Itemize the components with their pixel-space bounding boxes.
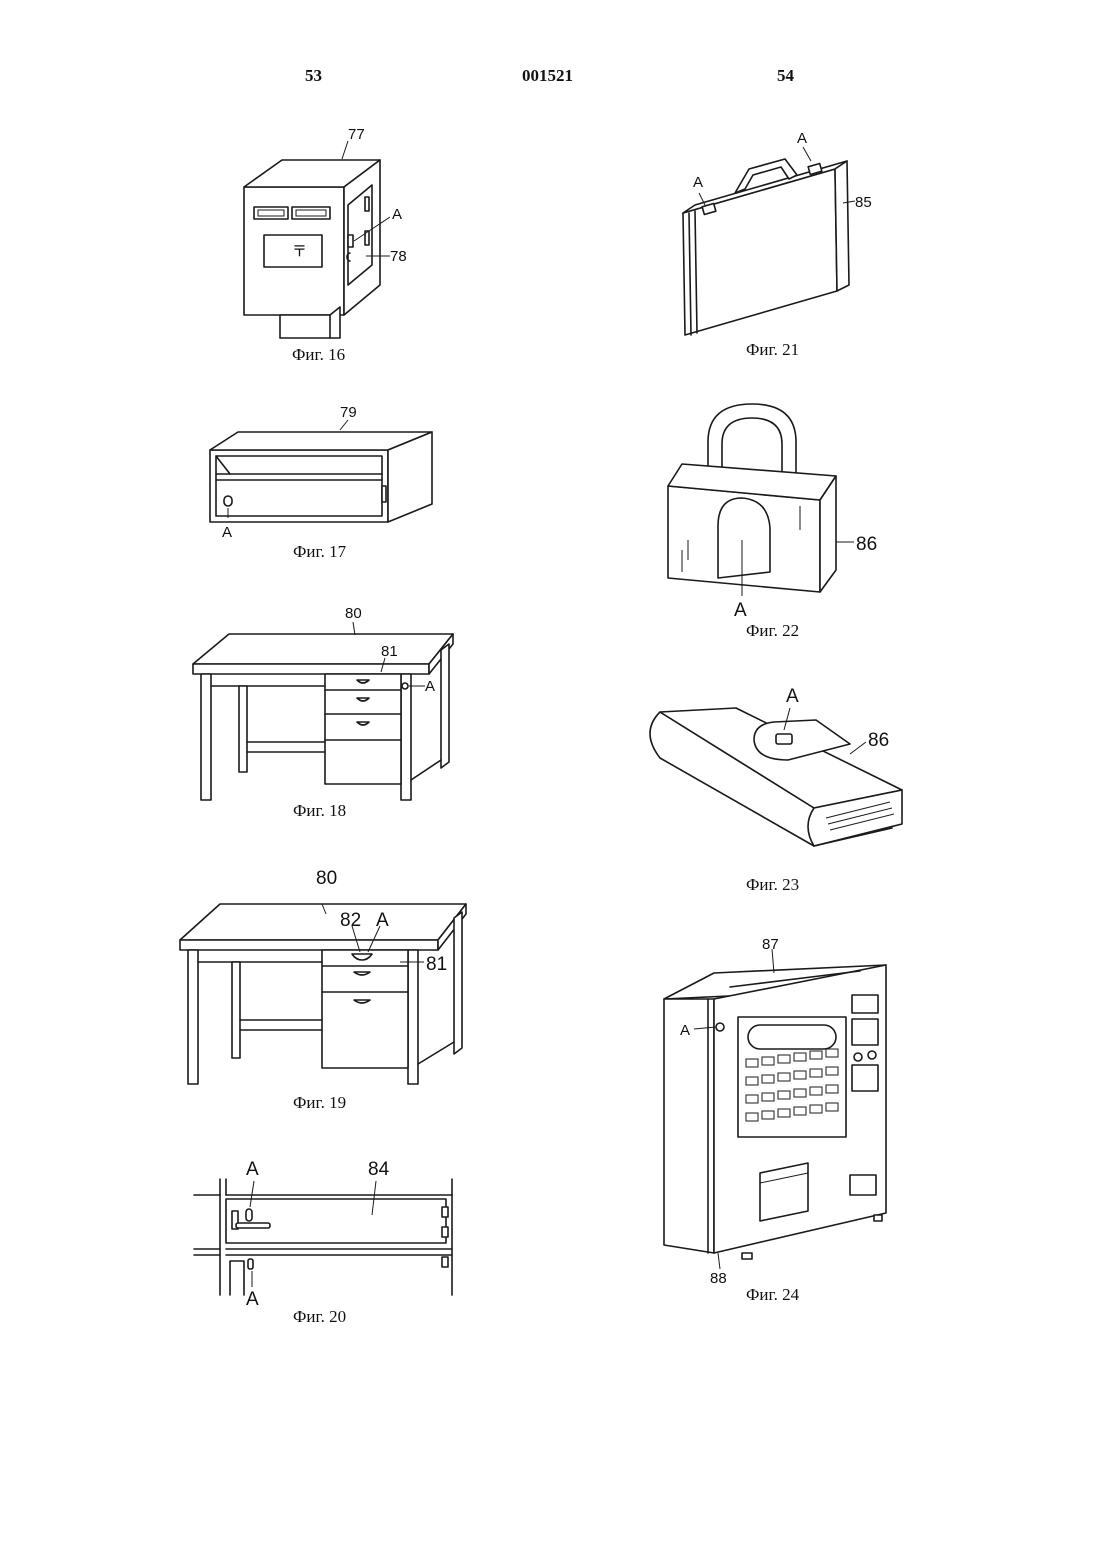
ref-77: 77	[348, 126, 365, 143]
postal-mark: 〒	[292, 243, 307, 260]
caption-fig-19: Фиг. 19	[293, 1093, 346, 1113]
ref-A: A	[425, 678, 435, 695]
ref-84: 84	[368, 1159, 390, 1180]
figure-21-briefcase: A A 85	[665, 125, 885, 340]
figure-16-mailbox: 〒 77 A 78	[230, 125, 420, 345]
figure-18-desk: 80 81 A	[185, 600, 465, 805]
ref-85: 85	[855, 194, 872, 211]
figure-20-cabinet: A 84 A	[190, 1155, 470, 1310]
caption-fig-23: Фиг. 23	[746, 875, 799, 895]
ref-87: 87	[762, 936, 779, 953]
page-number-right: 54	[777, 66, 794, 86]
ref-A-bottom: A	[246, 1289, 259, 1310]
ref-A-left: A	[693, 174, 703, 191]
ref-A-right: A	[797, 130, 807, 147]
ref-A: A	[680, 1022, 690, 1039]
figure-23-wallet: A 86	[640, 682, 900, 872]
ref-A: A	[392, 206, 402, 223]
ref-81: 81	[426, 954, 447, 975]
caption-fig-16: Фиг. 16	[292, 345, 345, 365]
ref-A: A	[376, 910, 389, 931]
figure-22-bag: A 86	[660, 400, 900, 620]
ref-A-top: A	[246, 1159, 259, 1180]
caption-fig-21: Фиг. 21	[746, 340, 799, 360]
caption-fig-22: Фиг. 22	[746, 621, 799, 641]
ref-82: 82	[340, 910, 361, 931]
caption-fig-20: Фиг. 20	[293, 1307, 346, 1327]
document-number: 001521	[522, 66, 573, 86]
ref-86: 86	[868, 730, 889, 751]
ref-A: A	[734, 600, 747, 621]
ref-81: 81	[381, 643, 398, 660]
figure-17-box: 79 A	[200, 400, 440, 545]
ref-79: 79	[340, 404, 357, 421]
ref-88: 88	[710, 1270, 727, 1287]
ref-86: 86	[856, 534, 877, 555]
ref-A: A	[786, 686, 799, 707]
figure-24-vending-machine: 87 A 88	[660, 935, 900, 1290]
ref-A: A	[222, 524, 232, 541]
ref-80: 80	[316, 868, 337, 889]
caption-fig-17: Фиг. 17	[293, 542, 346, 562]
caption-fig-24: Фиг. 24	[746, 1285, 799, 1305]
caption-fig-18: Фиг. 18	[293, 801, 346, 821]
page-number-left: 53	[305, 66, 322, 86]
ref-78: 78	[390, 248, 407, 265]
figure-19-desk: 80 82 A 81	[172, 862, 472, 1092]
ref-80: 80	[345, 605, 362, 622]
